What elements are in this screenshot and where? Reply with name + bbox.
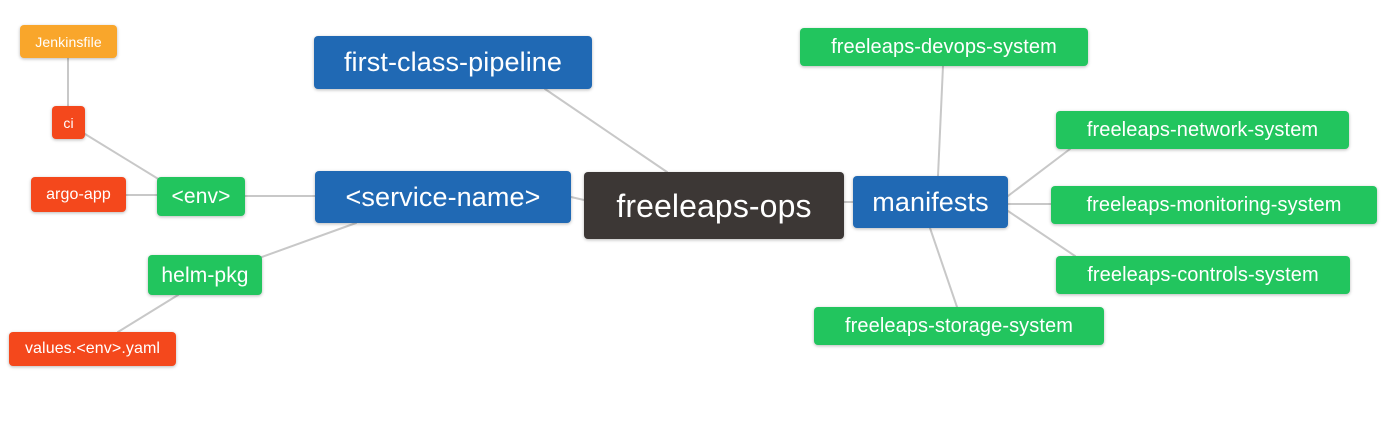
node-label-service-name: <service-name>	[345, 181, 541, 212]
node-freeleaps-ops[interactable]: freeleaps-ops	[584, 172, 844, 239]
node-freeleaps-controls-system[interactable]: freeleaps-controls-system	[1056, 256, 1350, 294]
node-argo-app[interactable]: argo-app	[31, 177, 126, 212]
node-label-argo-app: argo-app	[46, 185, 111, 203]
node-label-jenkinsfile: Jenkinsfile	[35, 33, 102, 50]
node-label-first-class-pipeline: first-class-pipeline	[343, 47, 563, 77]
node-freeleaps-monitoring-system[interactable]: freeleaps-monitoring-system	[1051, 186, 1377, 224]
node-jenkinsfile[interactable]: Jenkinsfile	[20, 25, 117, 58]
edge-service-name-to-freeleaps-ops	[570, 196, 585, 201]
node-freeleaps-devops-system[interactable]: freeleaps-devops-system	[800, 28, 1088, 66]
node-service-name[interactable]: <service-name>	[315, 171, 571, 223]
edge-ci-to-env	[84, 133, 161, 181]
node-label-helm-pkg: helm-pkg	[161, 263, 249, 287]
edge-first-class-pipeline-to-freeleaps-ops	[544, 88, 668, 173]
node-freeleaps-storage-system[interactable]: freeleaps-storage-system	[814, 307, 1104, 345]
node-label-freeleaps-storage-system: freeleaps-storage-system	[844, 315, 1074, 337]
node-env[interactable]: <env>	[157, 177, 245, 216]
node-label-values-yaml: values.<env>.yaml	[24, 340, 161, 357]
edge-manifests-to-freeleaps-devops-system	[937, 65, 944, 177]
node-ci[interactable]: ci	[52, 106, 85, 139]
node-label-ci: ci	[63, 114, 74, 131]
edge-values-yaml-to-helm-pkg	[117, 294, 179, 333]
node-freeleaps-network-system[interactable]: freeleaps-network-system	[1056, 111, 1349, 149]
node-label-env: <env>	[171, 185, 231, 208]
node-values-yaml[interactable]: values.<env>.yaml	[9, 332, 176, 366]
node-helm-pkg[interactable]: helm-pkg	[148, 255, 262, 295]
edge-helm-pkg-to-service-name	[247, 222, 357, 263]
node-label-freeleaps-devops-system: freeleaps-devops-system	[831, 36, 1057, 58]
node-manifests[interactable]: manifests	[853, 176, 1008, 228]
node-label-manifests: manifests	[872, 186, 989, 217]
node-first-class-pipeline[interactable]: first-class-pipeline	[314, 36, 592, 89]
node-label-freeleaps-ops: freeleaps-ops	[616, 187, 812, 224]
edge-manifests-to-freeleaps-storage-system	[929, 227, 958, 308]
node-label-freeleaps-monitoring-system: freeleaps-monitoring-system	[1086, 194, 1342, 216]
node-label-freeleaps-controls-system: freeleaps-controls-system	[1087, 264, 1319, 286]
node-label-freeleaps-network-system: freeleaps-network-system	[1086, 119, 1319, 141]
